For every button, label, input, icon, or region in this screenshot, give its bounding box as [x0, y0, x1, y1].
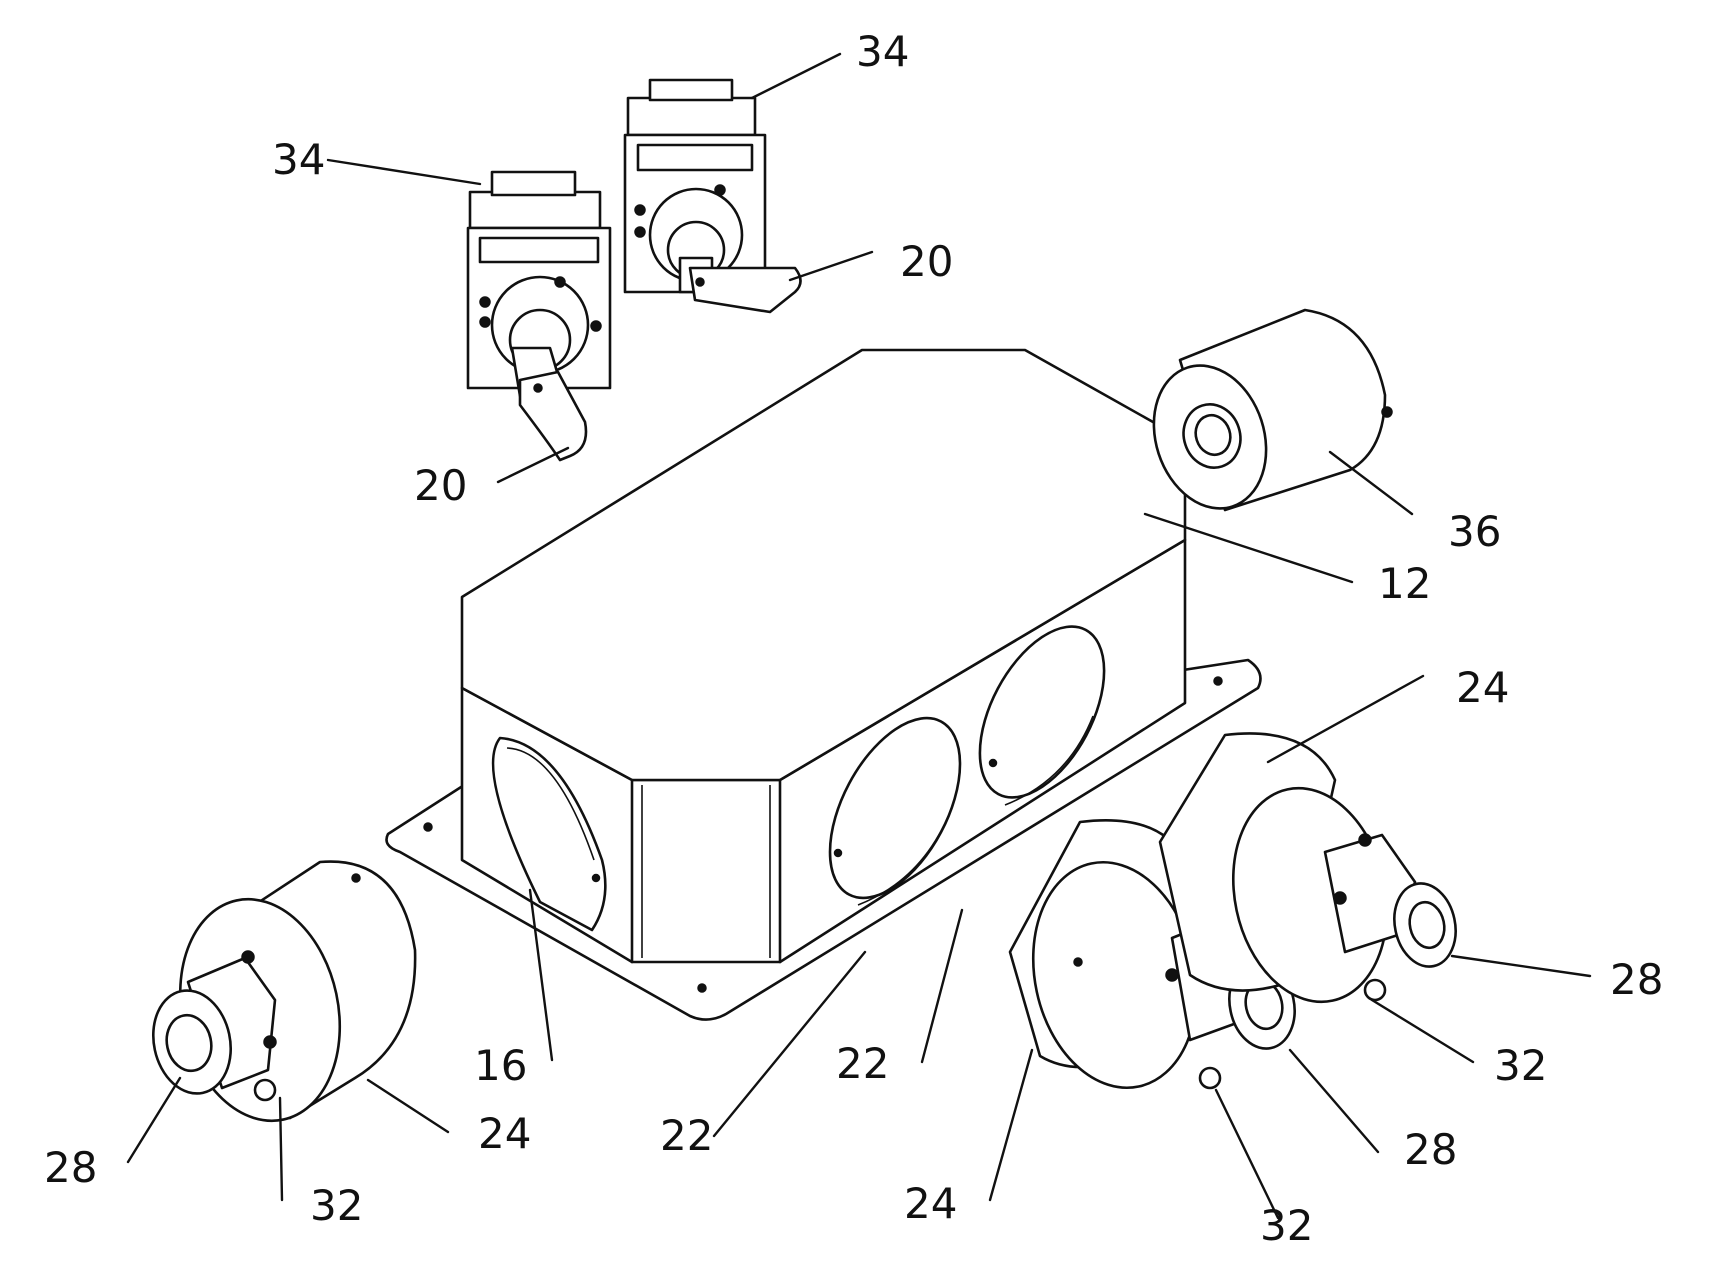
label-32-left: 32	[310, 1181, 363, 1230]
label-22-left: 22	[660, 1111, 713, 1160]
connector-rear	[1158, 732, 1457, 1004]
key-switch-right	[623, 78, 802, 314]
label-22-mid: 22	[836, 1039, 889, 1088]
label-12: 12	[1378, 559, 1431, 608]
label-32-right: 32	[1494, 1041, 1547, 1090]
label-34-left: 34	[272, 135, 325, 184]
label-28-left: 28	[44, 1143, 97, 1192]
leader-lines	[126, 52, 1592, 1220]
reference-numerals: 34 34 20 20 36 12 24 28 32 22 22 16 24 2…	[44, 27, 1663, 1250]
label-16: 16	[474, 1041, 527, 1090]
label-24-bottom: 24	[904, 1179, 957, 1228]
housing-12	[385, 348, 1262, 1021]
connector-left	[151, 860, 417, 1123]
key-switch-left	[466, 170, 612, 462]
label-36: 36	[1448, 507, 1501, 556]
label-32-bottom: 32	[1260, 1201, 1313, 1250]
label-20-left: 20	[414, 461, 467, 510]
label-34-top: 34	[856, 27, 909, 76]
buzzer-36	[1152, 308, 1393, 512]
label-28-mid: 28	[1404, 1125, 1457, 1174]
label-24-left: 24	[478, 1109, 531, 1158]
label-20-right: 20	[900, 237, 953, 286]
label-24-right: 24	[1456, 663, 1509, 712]
label-28-right: 28	[1610, 955, 1663, 1004]
